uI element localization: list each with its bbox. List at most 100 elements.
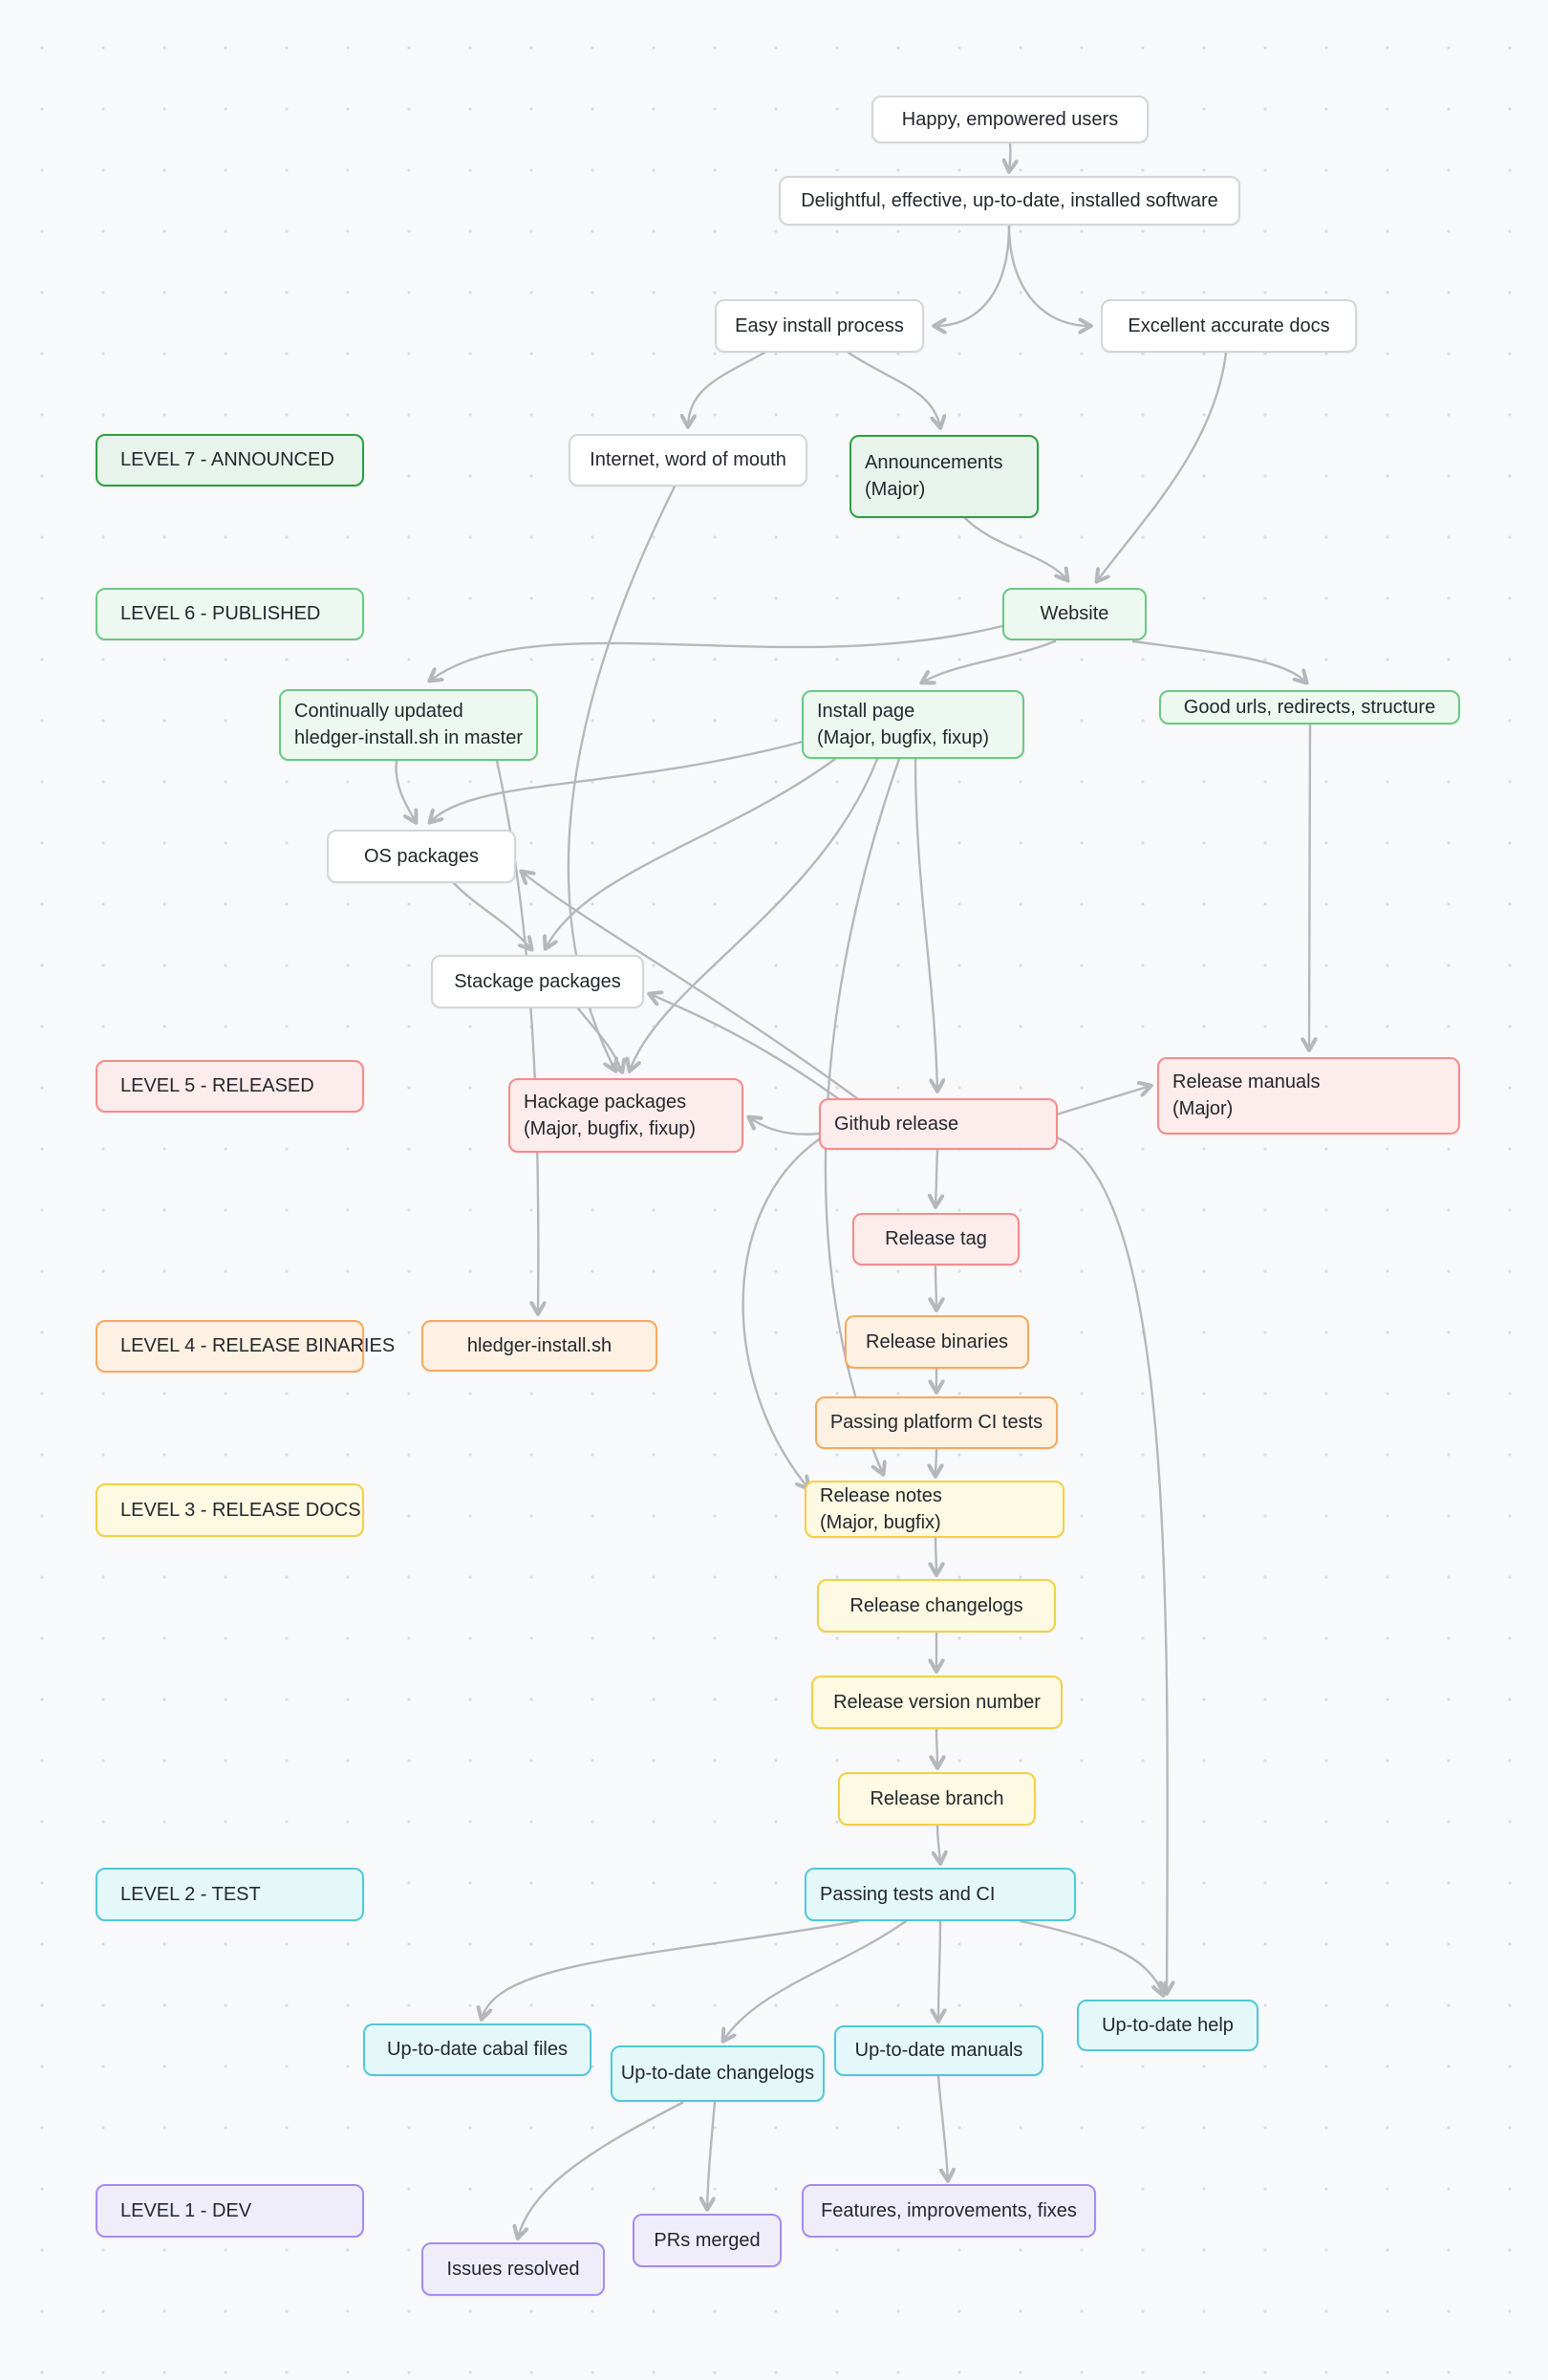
node-label: Release manuals [1172,1071,1321,1093]
node-excellent-accurate-docs[interactable]: Excellent accurate docs [1101,299,1357,353]
node-label: LEVEL 4 - RELEASE BINARIES [120,1335,396,1356]
node-up-to-date-manuals[interactable]: Up-to-date manuals [834,2025,1043,2076]
node-label: Passing platform CI tests [829,1412,1043,1433]
node-release-binaries[interactable]: Release binaries [845,1315,1029,1369]
node-sublabel: (Major, bugfix) [820,1511,941,1533]
node-prs-merged[interactable]: PRs merged [633,2214,782,2267]
edge-announcements-to-website [963,516,1067,580]
node-website[interactable]: Website [1002,588,1147,640]
edge-website-to-continually-updated [430,624,1004,681]
node-label: Release tag [885,1228,987,1249]
node-label: Good urls, redirects, structure [1183,696,1436,718]
node-label: Release notes [820,1484,942,1506]
label-level-6-published[interactable]: LEVEL 6 - PUBLISHED [96,588,364,640]
node-label: Release changelogs [849,1594,1023,1616]
label-level-1-dev[interactable]: LEVEL 1 - DEV [96,2184,364,2238]
node-label: Excellent accurate docs [1128,314,1330,336]
label-level-5-released[interactable]: LEVEL 5 - RELEASED [96,1060,364,1113]
node-hledger-install-sh[interactable]: hledger-install.sh [421,1320,657,1372]
node-passing-platform-ci-tests[interactable]: Passing platform CI tests [815,1396,1058,1449]
node-continually-updated-hledger-install[interactable]: Continually updated hledger-install.sh i… [279,689,538,761]
edge-delightful-to-easy-install [935,224,1011,326]
node-sublabel: (Major) [865,479,926,500]
node-up-to-date-cabal-files[interactable]: Up-to-date cabal files [363,2023,591,2076]
node-release-version-number[interactable]: Release version number [811,1676,1063,1729]
node-label: Hackage packages [524,1091,687,1113]
label-level-3-release-docs[interactable]: LEVEL 3 - RELEASE DOCS [96,1483,364,1537]
node-release-branch[interactable]: Release branch [838,1772,1036,1826]
label-level-4-release-binaries[interactable]: LEVEL 4 - RELEASE BINARIES [96,1320,395,1373]
label-level-2-test[interactable]: LEVEL 2 - TEST [96,1868,364,1921]
edge-continually-to-os-packages [395,759,416,822]
node-label: LEVEL 2 - TEST [120,1883,261,1905]
edge-happy-to-delightful [1009,141,1010,171]
node-stackage-packages[interactable]: Stackage packages [431,955,644,1008]
node-sublabel: (Major, bugfix, fixup) [817,726,990,748]
edge-easy-install-to-announcements [847,351,940,427]
node-label: LEVEL 6 - PUBLISHED [120,603,321,624]
node-label: LEVEL 5 - RELEASED [120,1075,314,1096]
node-easy-install-process[interactable]: Easy install process [715,299,924,353]
node-label: Up-to-date manuals [854,2040,1023,2061]
node-happy-empowered-users[interactable]: Happy, empowered users [871,96,1149,143]
node-good-urls-redirects-structure[interactable]: Good urls, redirects, structure [1159,690,1460,725]
edge-install-page-to-github-release [914,757,937,1091]
node-label: Features, improvements, fixes [821,2199,1077,2221]
node-github-release[interactable]: Github release [819,1098,1058,1150]
node-sublabel: (Major, bugfix, fixup) [524,1117,697,1139]
node-os-packages[interactable]: OS packages [327,830,516,883]
edge-release-notes-to-release-changelogs [935,1536,936,1574]
edge-release-branch-to-passing-tests [937,1824,940,1863]
node-label: LEVEL 3 - RELEASE DOCS [120,1499,361,1521]
node-issues-resolved[interactable]: Issues resolved [421,2242,605,2296]
edge-install-page-to-hackage [630,757,879,1071]
node-label: LEVEL 1 - DEV [120,2199,252,2221]
edge-passing-platform-ci-to-release-notes [935,1448,936,1476]
node-announcements[interactable]: Announcements (Major) [849,435,1039,518]
node-delightful-software[interactable]: Delightful, effective, up-to-date, insta… [779,176,1240,226]
node-label: Release version number [833,1691,1041,1713]
edge-stackage-to-hackage [576,1006,622,1071]
node-release-tag[interactable]: Release tag [852,1213,1020,1266]
edge-github-release-to-stackage [650,994,841,1101]
node-label: Release branch [870,1787,1004,1809]
edge-github-release-to-utd-help [1055,1136,1168,1993]
node-label: Announcements [865,452,1003,473]
edge-release-version-to-release-branch [936,1727,937,1767]
node-label: Easy install process [735,314,904,336]
node-up-to-date-help[interactable]: Up-to-date help [1077,2000,1258,2051]
label-level-7-announced[interactable]: LEVEL 7 - ANNOUNCED [96,434,364,487]
edge-release-tag-to-release-binaries [935,1265,936,1309]
edge-website-to-install-page [922,639,1057,682]
edge-excellent-docs-to-website [1097,351,1228,581]
node-label: Up-to-date help [1102,2014,1234,2036]
node-internet-word-of-mouth[interactable]: Internet, word of mouth [569,434,807,487]
edge-github-release-to-hackage [749,1117,821,1136]
node-label: hledger-install.sh [466,1334,613,1356]
node-install-page[interactable]: Install page (Major, bugfix, fixup) [802,690,1024,759]
node-label: OS packages [363,845,480,867]
node-release-notes[interactable]: Release notes (Major, bugfix) [805,1481,1064,1538]
edge-utd-manuals-to-features [936,2074,948,2180]
edge-install-page-to-os-packages [430,740,805,822]
edge-github-release-to-release-manuals [1055,1086,1150,1116]
node-label: Website [1040,603,1109,624]
node-sublabel: (Major) [1172,1098,1234,1119]
edge-github-release-to-release-notes [742,1137,821,1488]
node-passing-tests-and-ci[interactable]: Passing tests and CI [805,1868,1076,1921]
node-features-improvements-fixes[interactable]: Features, improvements, fixes [802,2184,1096,2238]
edge-install-page-to-stackage [546,757,837,948]
node-release-manuals[interactable]: Release manuals (Major) [1157,1057,1460,1135]
node-up-to-date-changelogs[interactable]: Up-to-date changelogs [611,2045,825,2102]
node-label: LEVEL 7 - ANNOUNCED [120,449,334,470]
node-release-changelogs[interactable]: Release changelogs [817,1579,1056,1633]
edge-utd-changelogs-to-issues-resolved [518,2101,684,2238]
node-label: Passing tests and CI [820,1883,996,1905]
node-label: Issues resolved [446,2258,580,2280]
edge-github-release-to-release-tag [935,1148,937,1206]
node-sublabel: hledger-install.sh in master [294,727,523,748]
node-hackage-packages[interactable]: Hackage packages (Major, bugfix, fixup) [508,1078,743,1153]
edge-github-release-to-os-packages [522,872,860,1101]
